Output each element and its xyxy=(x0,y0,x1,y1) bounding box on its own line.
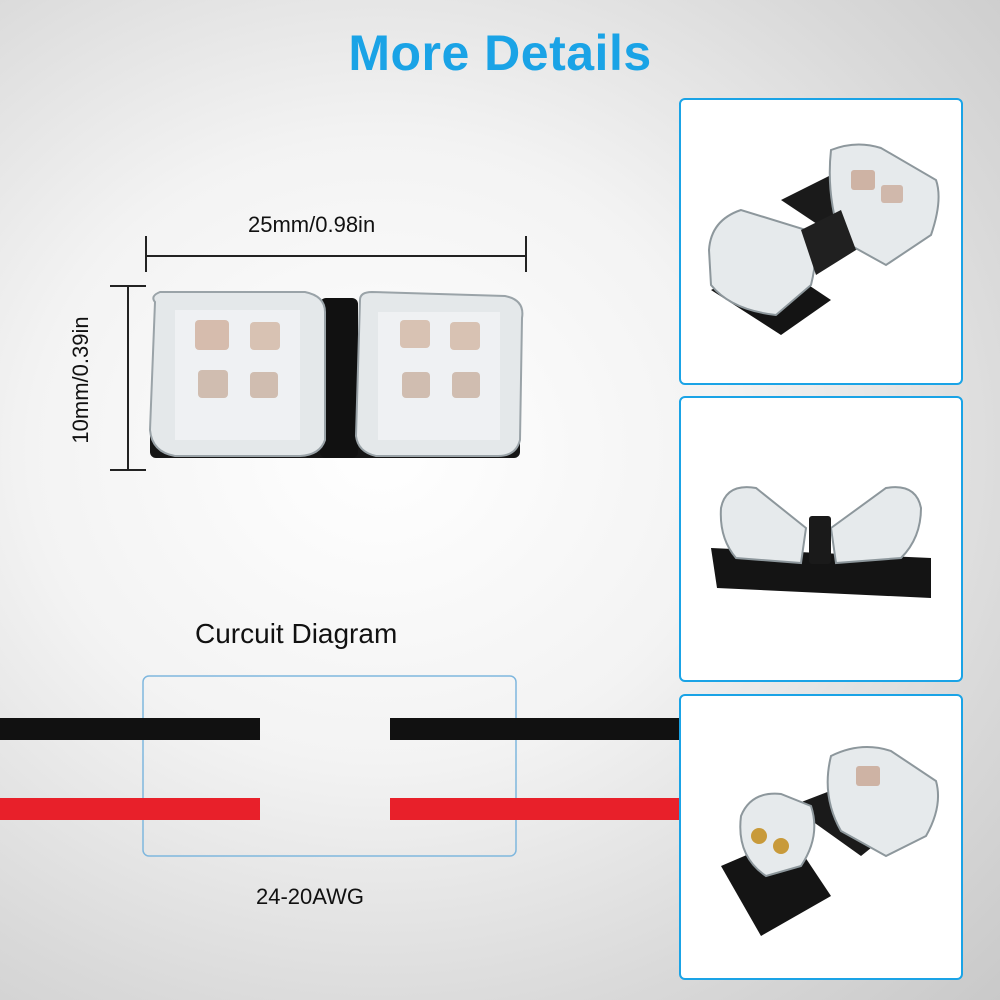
detail-panel-open xyxy=(679,396,963,682)
height-dimension-label: 10mm/0.39in xyxy=(68,316,93,444)
circuit-diagram-frame xyxy=(142,675,517,857)
width-dimension-label: 25mm/0.98in xyxy=(248,212,376,237)
wire-gauge-label: 24-20AWG xyxy=(256,884,365,909)
width-dimension-line xyxy=(145,236,527,272)
connector-wire-inserted-icon xyxy=(721,746,939,936)
black-wire-icon xyxy=(0,718,680,740)
detail-panel-wire-inserted xyxy=(679,694,963,980)
connector-open-side-view-icon xyxy=(711,486,931,598)
detail-panel-closed xyxy=(679,98,963,385)
main-connector-icon xyxy=(148,290,524,458)
height-dimension-line xyxy=(110,285,146,471)
circuit-diagram-title: Curcuit Diagram xyxy=(195,618,398,649)
red-wire-icon xyxy=(0,798,680,820)
connector-closed-top-view-icon xyxy=(707,143,940,335)
page-title: More Details xyxy=(348,25,652,81)
